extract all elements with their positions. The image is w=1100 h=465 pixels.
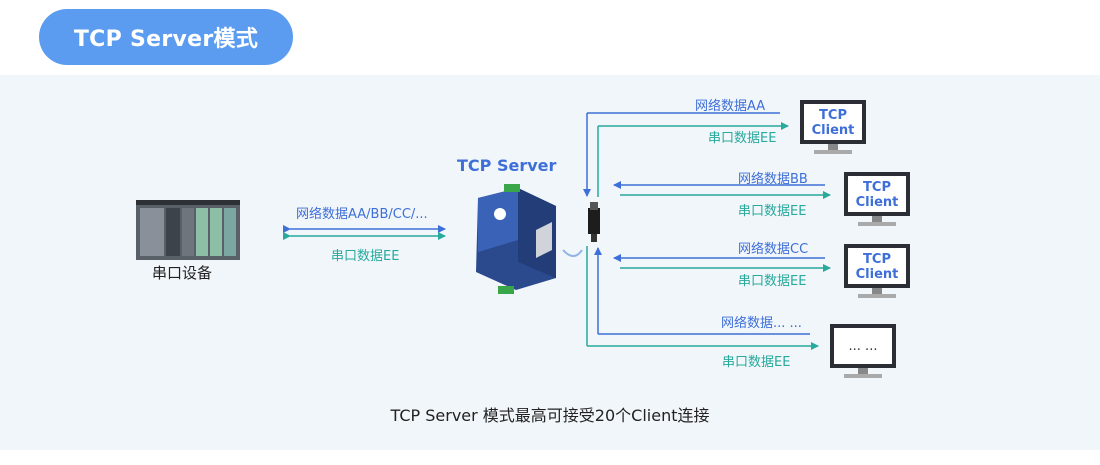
client-1-lines xyxy=(587,112,789,130)
client-2-screen-line2: Client xyxy=(855,195,899,210)
client-2-lines xyxy=(613,181,831,199)
title-badge: TCP Server模式 xyxy=(39,9,293,65)
client-4-serial-label: 串口数据EE xyxy=(722,355,791,370)
serial-device-label: 串口设备 xyxy=(152,264,213,282)
client-2-serial-label: 串口数据EE xyxy=(738,204,807,219)
client-4-screen-line1: ... ... xyxy=(848,339,878,354)
server-device-icon xyxy=(476,184,556,294)
client-4-lines xyxy=(587,333,819,350)
client-1-screen-line1: TCP xyxy=(819,108,847,123)
client-4-screen-text: ... ... xyxy=(834,339,892,354)
page-title: TCP Server模式 xyxy=(73,27,259,52)
client-4-network-label: 网络数据... ... xyxy=(721,316,802,331)
client-1-serial-label: 串口数据EE xyxy=(708,131,777,146)
curve-arrow xyxy=(562,249,583,257)
client-3-network-label: 网络数据CC xyxy=(738,242,809,257)
monitor-4-icon xyxy=(830,324,896,378)
tcp-server-label: TCP Server xyxy=(457,156,557,175)
client-3-lines xyxy=(613,254,831,272)
client-3-screen-line1: TCP xyxy=(863,252,891,267)
client-3-serial-label: 串口数据EE xyxy=(738,274,807,289)
link-network-label: 网络数据AA/BB/CC/... xyxy=(296,207,428,222)
link-serial-label: 串口数据EE xyxy=(331,249,400,264)
client-2-screen-line1: TCP xyxy=(863,180,891,195)
monitor-3-icon xyxy=(844,244,910,298)
client-1-screen-text: TCP Client xyxy=(804,108,862,138)
plc-device-icon xyxy=(136,200,240,260)
client-3-screen-line2: Client xyxy=(855,267,899,282)
client-2-network-label: 网络数据BB xyxy=(738,172,808,187)
monitor-1-icon xyxy=(800,100,866,154)
client-3-screen-text: TCP Client xyxy=(848,252,906,282)
client-2-screen-text: TCP Client xyxy=(848,180,906,210)
ethernet-plug-icon xyxy=(588,202,600,242)
monitor-2-icon xyxy=(844,172,910,226)
diagram-caption: TCP Server 模式最高可接受20个Client连接 xyxy=(390,406,710,425)
client-1-network-label: 网络数据AA xyxy=(695,99,766,114)
client-1-screen-line2: Client xyxy=(811,123,855,138)
